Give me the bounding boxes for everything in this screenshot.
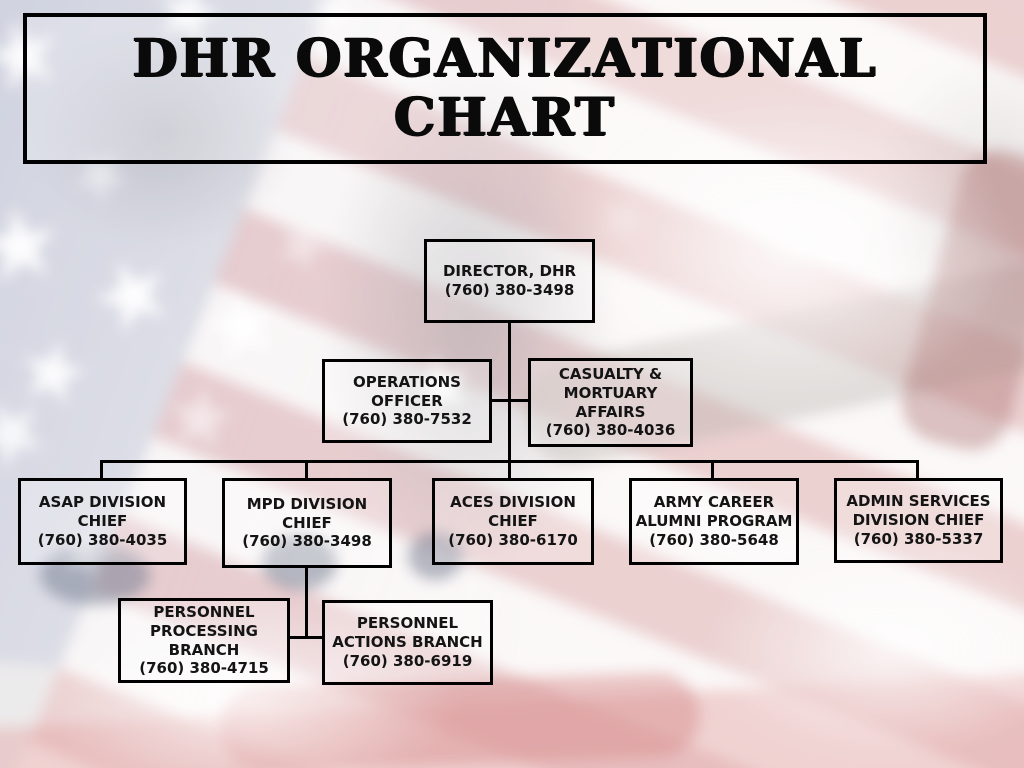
- org-node-title: DIRECTOR, DHR: [442, 262, 577, 281]
- org-node-asap-division: ASAP DIVISION CHIEF (760) 380-4035: [18, 478, 187, 565]
- connector-mpd-vertical: [305, 565, 308, 639]
- org-node-title: ADMIN SERVICES DIVISION CHIEF: [846, 492, 991, 530]
- org-node-title: PERSONNEL PROCESSING BRANCH: [150, 603, 258, 659]
- org-node-aces-division: ACES DIVISION CHIEF (760) 380-6170: [432, 478, 594, 565]
- org-node-phone: (760) 380-4036: [545, 421, 676, 440]
- connector-operations-casualty-stub: [492, 399, 528, 402]
- org-node-phone: (760) 380-5337: [853, 529, 984, 548]
- org-node-phone: (760) 380-3498: [444, 281, 575, 299]
- org-node-personnel-actions: PERSONNEL ACTIONS BRANCH (760) 380-6919: [322, 600, 493, 685]
- org-node-title: MPD DIVISION CHIEF: [246, 494, 368, 532]
- org-node-phone: (760) 380-3498: [242, 532, 372, 551]
- connector-division-bus: [100, 460, 919, 463]
- org-node-personnel-processing: PERSONNEL PROCESSING BRANCH (760) 380-47…: [118, 598, 290, 683]
- connector-drop-admin-services: [916, 460, 919, 478]
- slide-title-line2: CHART: [394, 86, 616, 148]
- org-node-army-career-alumni: ARMY CAREER ALUMNI PROGRAM (760) 380-564…: [629, 478, 799, 565]
- org-node-admin-services: ADMIN SERVICES DIVISION CHIEF (760) 380-…: [834, 478, 1003, 563]
- org-node-title: CASUALTY & MORTUARY AFFAIRS: [558, 365, 663, 421]
- org-node-phone: (760) 380-6170: [448, 530, 578, 549]
- flag-highlight: [700, 540, 1024, 760]
- slide-title-box: DHR ORGANIZATIONAL CHART: [23, 13, 987, 164]
- org-node-mpd-division: MPD DIVISION CHIEF (760) 380-3498: [222, 478, 392, 568]
- connector-branches-stub: [290, 636, 322, 639]
- org-node-operations-officer: OPERATIONS OFFICER (760) 380-7532: [322, 359, 492, 443]
- org-node-title: OPERATIONS OFFICER: [353, 372, 461, 410]
- org-node-phone: (760) 380-4035: [37, 530, 168, 549]
- connector-drop-asap: [100, 460, 103, 478]
- connector-drop-army-career: [711, 460, 714, 478]
- flag-fold: [30, 20, 300, 250]
- org-node-casualty-mortuary: CASUALTY & MORTUARY AFFAIRS (760) 380-40…: [528, 358, 693, 447]
- org-node-phone: (760) 380-4715: [139, 659, 269, 678]
- slide-title-line1: DHR ORGANIZATIONAL: [132, 28, 878, 90]
- flag-fold: [40, 545, 150, 605]
- flag-highlight: [560, 90, 1020, 410]
- org-node-director: DIRECTOR, DHR (760) 380-3498: [424, 239, 595, 323]
- org-node-title: ASAP DIVISION CHIEF: [38, 493, 167, 531]
- org-node-title: PERSONNEL ACTIONS BRANCH: [332, 614, 483, 652]
- org-node-title: ACES DIVISION CHIEF: [450, 493, 576, 531]
- org-node-phone: (760) 380-7532: [342, 410, 472, 429]
- flag-fold: [262, 535, 337, 590]
- org-node-phone: (760) 380-5648: [649, 530, 779, 549]
- org-node-phone: (760) 380-6919: [342, 651, 473, 670]
- org-node-title: ARMY CAREER ALUMNI PROGRAM: [635, 493, 793, 531]
- connector-drop-mpd: [305, 460, 308, 478]
- flag-fold: [408, 532, 463, 580]
